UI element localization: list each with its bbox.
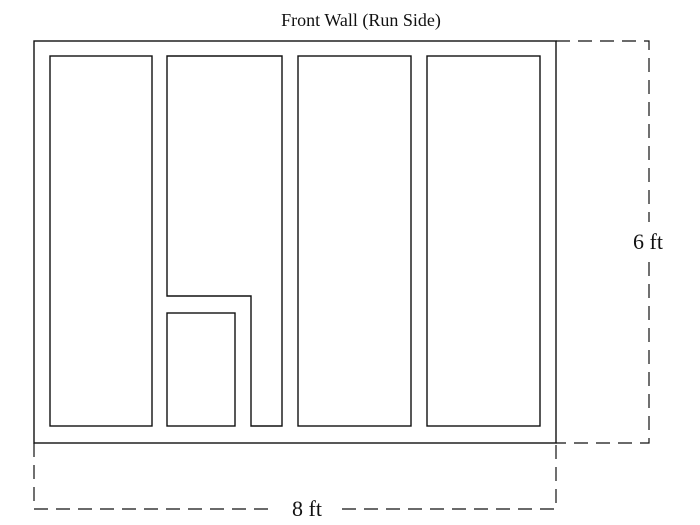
width-dimension-line-left — [33, 443, 270, 510]
height-dimension-line-top — [556, 40, 650, 222]
height-dimension — [556, 40, 650, 444]
door-opening — [166, 312, 236, 427]
wall-panel-2-notched — [166, 55, 283, 427]
height-label: 6 ft — [633, 229, 663, 254]
wall-panel-4 — [426, 55, 541, 427]
width-label: 8 ft — [292, 496, 322, 521]
height-dimension-line-bottom — [556, 262, 650, 444]
width-dimension — [33, 443, 557, 510]
wall-panel-1 — [49, 55, 153, 427]
diagram-title: Front Wall (Run Side) — [281, 10, 441, 31]
wall-outer-frame — [33, 40, 557, 444]
width-dimension-line-right — [342, 443, 557, 510]
wall-panel-3 — [297, 55, 412, 427]
